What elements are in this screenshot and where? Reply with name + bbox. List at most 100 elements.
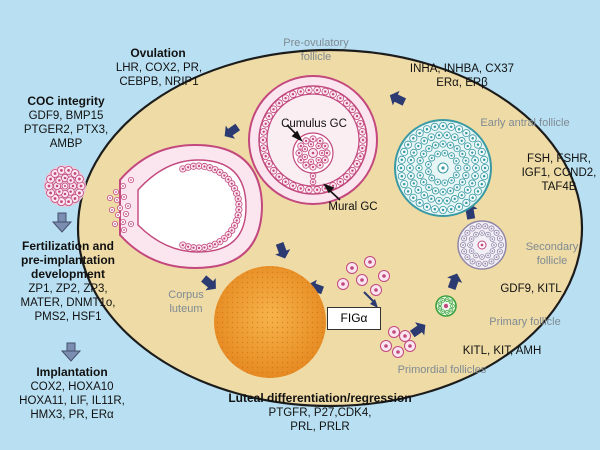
antral-granulosa-cell-nucleus xyxy=(474,166,478,170)
luteal-title: Luteal differentiation/regression xyxy=(228,391,412,405)
fertilization-title-line-1: Fertilization and xyxy=(21,239,114,253)
mural-granulosa-cell-nucleus xyxy=(331,184,335,187)
secondary-granulosa-cell-nucleus xyxy=(463,250,466,253)
antral-granulosa-cell-nucleus xyxy=(409,158,413,162)
antral-granulosa-cell-nucleus xyxy=(409,174,413,178)
secondary-granulosa-cell-nucleus xyxy=(475,233,477,236)
mural-gc-label: Mural GC xyxy=(328,201,378,213)
fertilization-genes: ZP1, ZP2, ZP3, MATER, DNMT1o, PMS2, HSF1 xyxy=(4,282,132,324)
antral-granulosa-cell-nucleus xyxy=(423,193,426,197)
antral-granulosa-cell-nucleus xyxy=(466,144,469,148)
ovulating-granulosa-cell-nucleus xyxy=(186,166,190,169)
coc-cell-nucleus xyxy=(63,192,67,196)
coc-cell-nucleus xyxy=(55,184,59,188)
antral-granulosa-cell-nucleus xyxy=(430,197,433,201)
secondary-granulosa-cell-nucleus xyxy=(462,244,464,246)
antral-granulosa-cell-nucleus xyxy=(455,159,458,163)
cumulus-oocyte-complex-release xyxy=(107,176,134,233)
fertilization-genes-line-3: PMS2, HSF1 xyxy=(34,311,102,323)
mural-granulosa-cell-nucleus xyxy=(264,155,267,158)
antral-granulosa-cell-nucleus xyxy=(455,147,459,150)
secondary-granulosa-cell-nucleus xyxy=(470,238,473,240)
antral-granulosa-cell-nucleus xyxy=(457,205,461,209)
ovulating-granulosa-cell-nucleus xyxy=(230,229,233,232)
implantation-title: Implantation xyxy=(36,365,108,379)
secondary-genes: GDF9, KITL xyxy=(500,283,562,295)
primary-granulosa-cell-nucleus xyxy=(439,307,441,309)
secondary-label: Secondary follicle xyxy=(512,240,592,268)
ovulating-granulosa-cell-nucleus xyxy=(203,165,206,168)
antral-granulosa-cell-nucleus xyxy=(443,181,446,184)
secondary-granulosa-cell-nucleus xyxy=(469,244,471,246)
coc-cell-nucleus xyxy=(53,172,57,175)
pre-ovulatory-follicle xyxy=(248,75,378,205)
antral-granulosa-cell-nucleus xyxy=(412,151,415,154)
mural-granulosa-cell-nucleus xyxy=(262,147,265,150)
primary-label: Primary follicle xyxy=(489,316,561,328)
primary-granulosa-cell-nucleus xyxy=(446,311,448,314)
mural-granulosa-cell-nucleus xyxy=(307,188,311,192)
mural-granulosa-cell-nucleus xyxy=(345,175,349,178)
implantation-genes: COX2, HOXA10 HOXA11, LIF, IL11R, HMX3, P… xyxy=(4,380,140,422)
cumulus-cell-nucleus xyxy=(304,164,308,167)
corpus-luteum-label-line-2: luteum xyxy=(169,303,203,315)
corpus-luteum-label: Corpus luteum xyxy=(158,288,214,316)
antral-granulosa-cell-nucleus xyxy=(465,131,468,135)
cumulus-cell-nucleus xyxy=(299,158,302,162)
mural-granulosa-cell-nucleus xyxy=(299,90,302,93)
antral-granulosa-cell-nucleus xyxy=(430,157,433,160)
mural-granulosa-cell-nucleus xyxy=(355,162,359,165)
mural-granulosa-cell-nucleus xyxy=(345,102,349,105)
ovulating-granulosa-cell-nucleus xyxy=(227,178,230,181)
pre-ovulatory-genes-line-1: INHA, INHBA, CX37 xyxy=(409,63,515,75)
mural-granulosa-cell-nucleus xyxy=(315,188,319,192)
coc-cell-nucleus xyxy=(69,179,72,182)
ovulating-granulosa-cell-nucleus xyxy=(223,237,226,240)
antral-granulosa-cell-nucleus xyxy=(445,134,449,137)
left-flow-arrows xyxy=(51,212,82,362)
ovulation-genes-line-1: LHR, COX2, PR, xyxy=(115,62,203,74)
ovulating-granulosa-cell-nucleus xyxy=(218,240,221,243)
primordial-oocyte xyxy=(384,344,388,348)
antral-granulosa-cell-nucleus xyxy=(417,188,420,192)
antral-granulosa-cell-nucleus xyxy=(457,127,461,131)
released-cumulus-cell-nucleus xyxy=(117,214,119,216)
coc-cell-nucleus xyxy=(79,184,83,188)
pre-ovulatory-label: Pre-ovulatory follicle xyxy=(256,36,376,64)
primordial-oocyte xyxy=(350,266,354,270)
released-cumulus-cell-nucleus xyxy=(122,221,124,223)
antral-granulosa-cell-nucleus xyxy=(436,180,439,184)
antral-granulosa-cell-nucleus xyxy=(449,144,452,147)
antral-granulosa-cell-nucleus xyxy=(482,174,486,178)
luteal-genes: PTGFR, P27,CDK4, PRL, PRLR xyxy=(240,406,400,434)
antral-granulosa-cell-nucleus xyxy=(436,152,439,156)
mural-granulosa-cell-nucleus xyxy=(267,115,271,118)
secondary-granulosa-cell-nucleus xyxy=(477,225,480,228)
ovulating-granulosa-cell-nucleus xyxy=(237,197,240,200)
antral-granulosa-cell-nucleus xyxy=(419,174,422,177)
corpus-luteum-label-line-1: Corpus xyxy=(168,289,204,301)
secondary-granulosa-cell-nucleus xyxy=(493,244,495,246)
coc-cell-nucleus xyxy=(69,190,72,193)
cumulus-cell-nucleus xyxy=(310,160,312,163)
primordial-label: Primordial follicles xyxy=(397,364,487,376)
ovulation-title: Ovulation xyxy=(130,46,186,60)
cumulus-cell-nucleus xyxy=(317,159,320,162)
pre-ovulatory-label-line-1: Pre-ovulatory xyxy=(283,37,349,49)
ovulating-granulosa-cell-nucleus xyxy=(237,214,240,217)
mural-granulosa-cell-nucleus xyxy=(351,108,354,111)
ovulating-granulosa-cell-nucleus xyxy=(208,166,211,169)
antral-granulosa-cell-nucleus xyxy=(418,131,421,135)
fertilization-title-line-3: development xyxy=(30,267,105,281)
primary-genes: KITL, KIT, AMH xyxy=(462,345,542,357)
coc-cell-nucleus xyxy=(60,169,63,172)
antral-granulosa-cell-nucleus xyxy=(441,208,445,212)
antral-granulosa-cell-nucleus xyxy=(471,196,474,199)
antral-granulosa-cell-nucleus xyxy=(412,182,415,185)
antral-granulosa-cell-nucleus xyxy=(473,158,477,162)
ovulating-granulosa-cell-nucleus xyxy=(192,165,195,168)
coc-integrity-title: COC integrity xyxy=(27,94,105,108)
coc-cell-nucleus xyxy=(47,184,51,188)
antral-granulosa-cell-nucleus xyxy=(445,199,449,202)
released-cumulus-cell-nucleus xyxy=(122,185,124,187)
